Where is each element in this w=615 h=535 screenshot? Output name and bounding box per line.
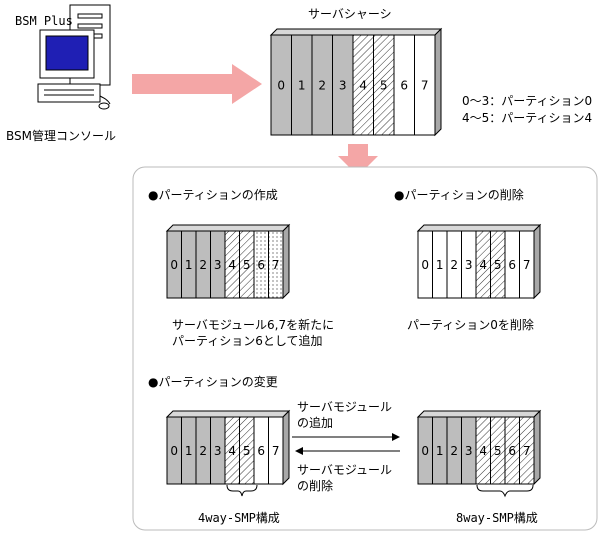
module-7 — [268, 230, 284, 299]
module-label-7: 7 — [272, 258, 280, 272]
delete-title: ●パーティションの削除 — [394, 188, 524, 202]
module-label-2: 2 — [318, 79, 326, 93]
module-label-2: 2 — [199, 444, 207, 458]
module-label-1: 1 — [185, 444, 193, 458]
chassis-side-face — [282, 409, 290, 486]
module-label-7: 7 — [523, 444, 531, 458]
module-label-0: 0 — [277, 79, 285, 93]
module-label-6: 6 — [257, 258, 265, 272]
legend-line-2: 4～5：パーティション4 — [462, 111, 593, 125]
create-caption-1: サーバモジュール6,7を新たに — [172, 318, 335, 332]
chassis-top-face — [269, 28, 443, 36]
module-7 — [519, 416, 535, 485]
chassis-side-face — [434, 27, 442, 137]
module-label-6: 6 — [508, 258, 516, 272]
module-label-3: 3 — [465, 444, 473, 458]
module-label-6: 6 — [508, 444, 516, 458]
module-label-2: 2 — [450, 444, 458, 458]
brace-4way — [226, 484, 258, 497]
module-label-1: 1 — [436, 444, 444, 458]
module-label-3: 3 — [339, 79, 347, 93]
module-label-6: 6 — [257, 444, 265, 458]
module-label-1: 1 — [436, 258, 444, 272]
module-label-3: 3 — [465, 258, 473, 272]
module-label-2: 2 — [199, 258, 207, 272]
remove-label-2: の削除 — [297, 479, 334, 493]
module-label-7: 7 — [421, 79, 429, 93]
module-label-3: 3 — [214, 258, 222, 272]
module-label-5: 5 — [243, 258, 251, 272]
chassis-top-face — [165, 224, 291, 232]
caption-4way: 4way-SMP構成 — [198, 511, 280, 525]
module-label-4: 4 — [479, 444, 487, 458]
delete-caption: パーティション0を削除 — [407, 318, 534, 332]
module-label-5: 5 — [380, 79, 388, 93]
change-title: ●パーティションの変更 — [148, 375, 278, 389]
chassis-top-face — [416, 224, 542, 232]
console-top-label: BSM Plus — [15, 14, 73, 28]
module-label-4: 4 — [479, 258, 487, 272]
module-label-0: 0 — [170, 444, 178, 458]
create-title: ●パーティションの作成 — [148, 188, 278, 202]
module-label-0: 0 — [421, 258, 429, 272]
chassis-side-face — [533, 409, 541, 486]
create-caption-2: パーティション6として追加 — [172, 334, 323, 348]
legend-line-1: 0～3：パーティション0 — [462, 94, 593, 108]
module-label-7: 7 — [272, 444, 280, 458]
module-label-4: 4 — [359, 79, 367, 93]
arrow-add-modules — [292, 433, 400, 441]
module-label-5: 5 — [494, 258, 502, 272]
add-label-1: サーバモジュール — [297, 400, 393, 414]
console-label: BSM管理コンソール — [6, 129, 116, 143]
remove-label-1: サーバモジュール — [297, 463, 393, 477]
module-label-0: 0 — [421, 444, 429, 458]
module-7 — [519, 230, 535, 299]
module-7 — [268, 416, 284, 485]
module-label-4: 4 — [228, 258, 236, 272]
chassis-top-face — [416, 410, 542, 418]
chassis-top-face — [165, 410, 291, 418]
module-7 — [414, 34, 436, 136]
module-label-6: 6 — [400, 79, 408, 93]
module-label-3: 3 — [214, 444, 222, 458]
chassis-title: サーバシャーシ — [308, 7, 392, 21]
computer-icon — [37, 4, 111, 110]
brace-8way — [476, 484, 534, 498]
module-label-0: 0 — [170, 258, 178, 272]
module-label-2: 2 — [450, 258, 458, 272]
arrow-remove-modules — [295, 447, 400, 455]
arrow-to-chassis — [132, 64, 262, 104]
module-label-7: 7 — [523, 258, 531, 272]
module-label-4: 4 — [228, 444, 236, 458]
module-label-1: 1 — [298, 79, 306, 93]
caption-8way: 8way-SMP構成 — [456, 511, 538, 525]
arrow-down — [338, 144, 378, 176]
add-label-2: の追加 — [297, 416, 334, 430]
chassis-side-face — [533, 223, 541, 300]
chassis-side-face — [282, 223, 290, 300]
module-label-5: 5 — [243, 444, 251, 458]
module-label-1: 1 — [185, 258, 193, 272]
module-label-5: 5 — [494, 444, 502, 458]
